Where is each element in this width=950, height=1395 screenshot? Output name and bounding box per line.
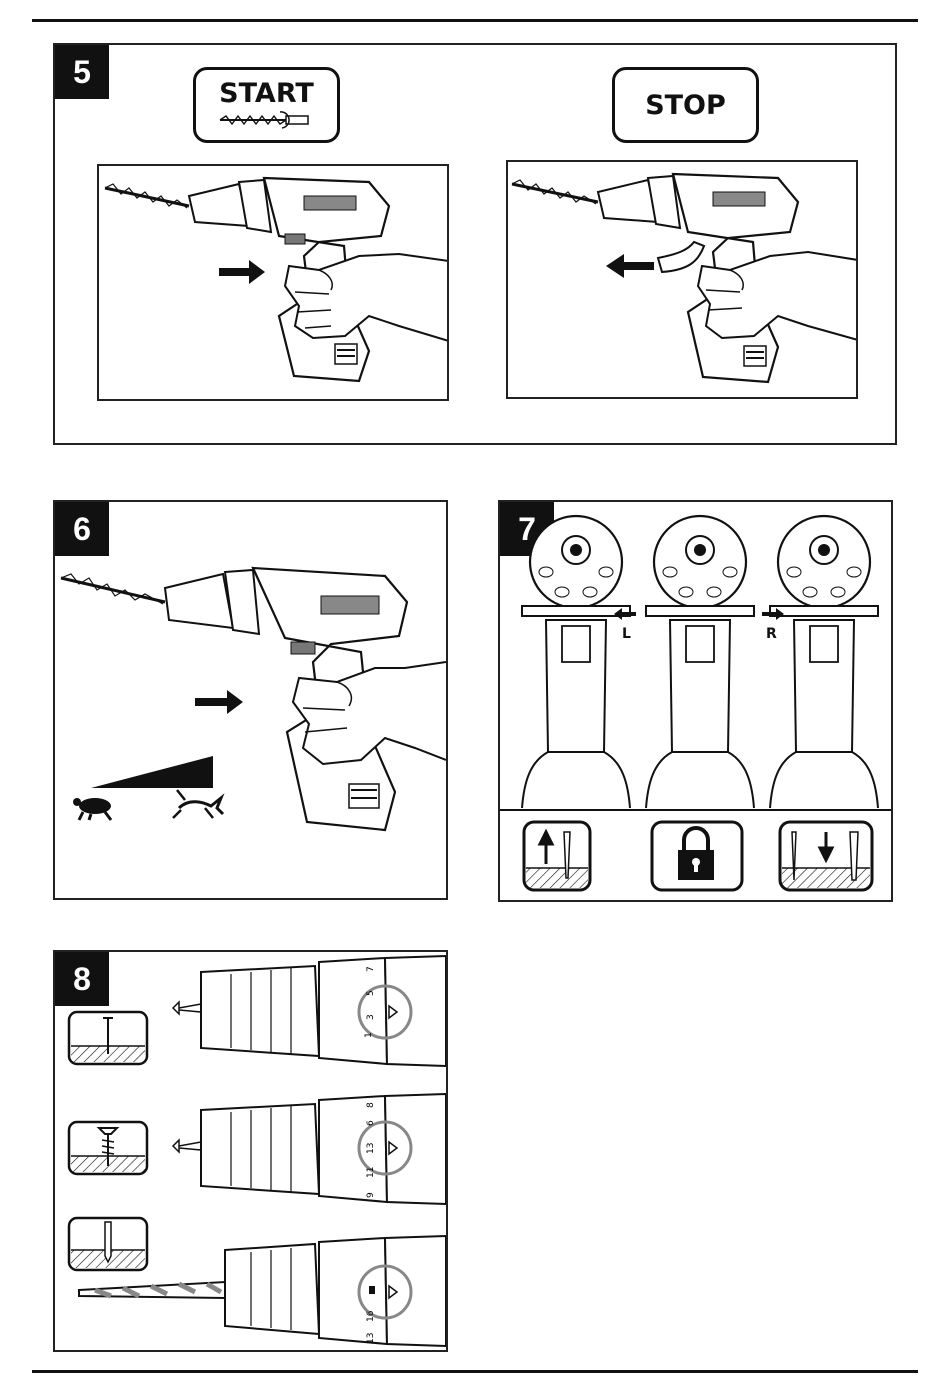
stop-button-graphic: STOP <box>612 67 759 143</box>
dial2-label-11: 11 <box>366 1167 376 1178</box>
right-label: R <box>766 626 777 642</box>
figure-5-panel: 5 START STOP <box>53 43 897 445</box>
arrow-left-icon <box>606 254 654 278</box>
left-label: L <box>622 626 631 642</box>
dial3-label-16: 16 <box>366 1310 376 1322</box>
variable-speed-illustration <box>55 502 446 898</box>
drill-bit-rotation-icon <box>216 108 316 132</box>
drill-hand-stop-image <box>508 162 858 399</box>
figure-6-panel: 6 <box>53 500 448 900</box>
arrow-right-icon <box>195 690 243 714</box>
torque-setting-illustration: 1 3 5 7 9 11 13 6 8 <box>55 952 446 1350</box>
figure-8-panel: 8 <box>53 950 448 1352</box>
dial2-label-6: 6 <box>366 1120 376 1126</box>
start-drill-illustration <box>97 164 449 401</box>
bottom-rule <box>32 1370 918 1373</box>
hare-icon <box>173 790 223 818</box>
dial1-label-5: 5 <box>366 990 376 996</box>
top-rule <box>32 19 918 22</box>
figure-number: 5 <box>55 45 109 99</box>
drill-bit-icon <box>69 1218 147 1270</box>
drill-hand-start-image <box>99 166 449 401</box>
nail-icon <box>69 1012 147 1064</box>
start-button-graphic: START <box>193 67 340 143</box>
drill-front-view-left <box>522 516 630 808</box>
speed-ramp-graphic <box>91 756 213 788</box>
dial2-label-9: 9 <box>366 1192 376 1198</box>
padlock-icon <box>652 822 742 890</box>
chuck-setting-2 <box>173 1094 446 1204</box>
arrow-right-icon <box>219 260 265 284</box>
dial1-label-7: 7 <box>366 966 376 972</box>
stop-drill-illustration <box>506 160 858 399</box>
start-label: START <box>219 78 314 109</box>
figure-7-panel: 7 <box>498 500 893 902</box>
drill-front-view-right <box>770 516 878 808</box>
drill-front-view-center <box>646 516 754 808</box>
stop-label: STOP <box>645 90 726 121</box>
dial3-label-13: 13 <box>366 1333 376 1344</box>
dial1-label-3: 3 <box>366 1014 376 1020</box>
dial2-label-13: 13 <box>366 1143 376 1154</box>
screw-in-icon <box>780 822 872 890</box>
chuck-setting-1 <box>173 956 446 1066</box>
screw-out-icon <box>524 822 590 890</box>
wood-screw-icon <box>69 1122 147 1174</box>
dial2-label-8: 8 <box>366 1102 376 1108</box>
turtle-icon <box>73 798 111 820</box>
rotation-direction-illustration: L R <box>500 502 891 900</box>
dial1-label-1: 1 <box>364 1032 374 1038</box>
